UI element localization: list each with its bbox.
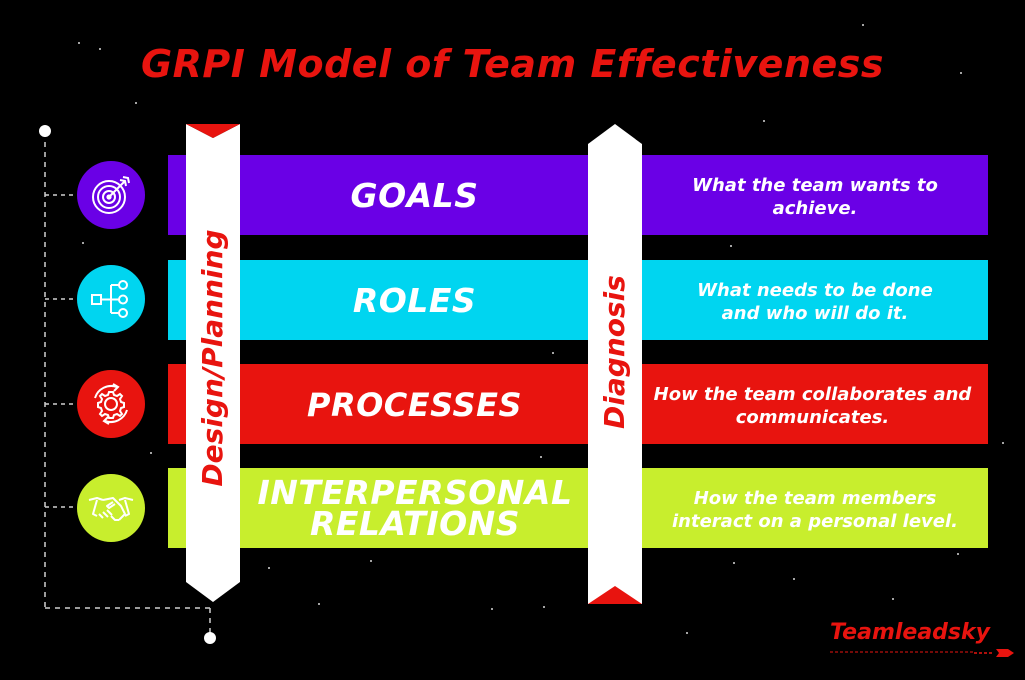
- star: [957, 553, 959, 555]
- logo-underline: [830, 651, 975, 653]
- diagnosis-ribbon: [588, 124, 642, 604]
- page-title: GRPI Model of Team Effectiveness: [140, 42, 885, 86]
- star: [78, 42, 80, 44]
- processes-label: PROCESSES: [307, 386, 522, 424]
- roles-band: [168, 260, 988, 340]
- goals-icon-circle: [77, 161, 145, 229]
- star: [862, 24, 864, 26]
- interpersonal-description: How the team members interact on a perso…: [672, 488, 958, 532]
- processes-band: [168, 364, 988, 444]
- star: [268, 567, 270, 569]
- star: [763, 120, 765, 122]
- star: [793, 578, 795, 580]
- star: [370, 560, 372, 562]
- star: [730, 245, 732, 247]
- star: [82, 242, 84, 244]
- star: [960, 72, 962, 74]
- star: [543, 606, 545, 608]
- target-icon: [92, 176, 130, 214]
- star: [150, 452, 152, 454]
- goals-band: [168, 155, 988, 235]
- hierarchy-icon: [91, 280, 128, 318]
- handshake-icon: [88, 497, 134, 521]
- star: [686, 632, 688, 634]
- interpersonal-icon-circle: [77, 474, 145, 542]
- star: [540, 456, 542, 458]
- star: [99, 48, 101, 50]
- gear-cycle-icon: [94, 383, 128, 425]
- goals-label: GOALS: [350, 176, 479, 215]
- star: [318, 603, 320, 605]
- brand-logo: Teamleadsky: [830, 620, 990, 645]
- roles-label: ROLES: [352, 281, 477, 320]
- processes-description: How the team collaborates and communicat…: [653, 384, 972, 428]
- goals-description: What the team wants to achieve.: [692, 175, 938, 219]
- design-planning-label: Design/Planning: [196, 229, 229, 487]
- roles-icon-circle: [77, 265, 145, 333]
- diagnosis-label: Diagnosis: [598, 275, 631, 429]
- rocket-icon: [974, 649, 1014, 657]
- interpersonal-band: [168, 468, 988, 548]
- star: [552, 352, 554, 354]
- design-planning-ribbon: [186, 124, 240, 602]
- interpersonal-label: INTERPERSONAL RELATIONS: [257, 473, 573, 543]
- star: [491, 608, 493, 610]
- star: [1002, 442, 1004, 444]
- processes-icon-circle: [77, 370, 145, 438]
- star: [733, 562, 735, 564]
- star: [892, 598, 894, 600]
- roles-description: What needs to be done and who will do it…: [697, 280, 933, 324]
- star: [135, 102, 137, 104]
